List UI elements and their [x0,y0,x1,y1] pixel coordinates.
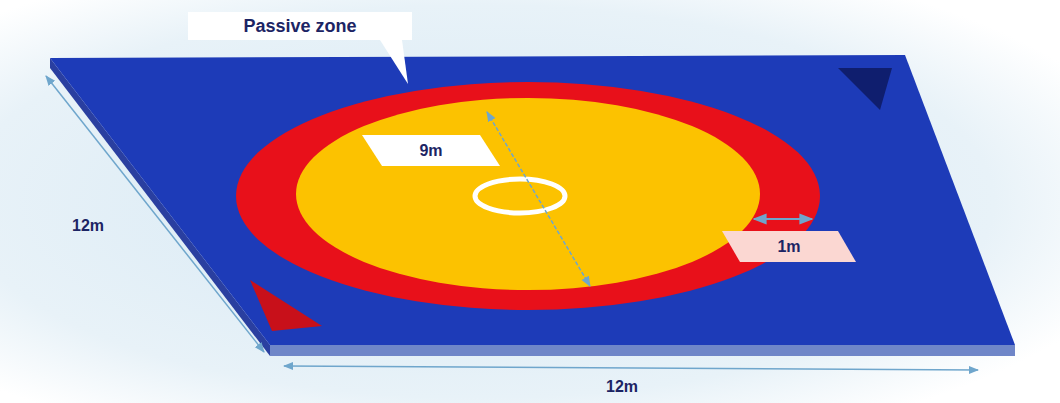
dimension-label: 9m [419,143,442,159]
dimension-label: 1m [777,239,800,255]
callout-box [188,12,412,40]
dimension-line [754,218,812,220]
center-circle [475,179,565,213]
mat-surface [50,55,1015,345]
dimension-line [487,112,590,286]
label-plate [722,231,856,262]
callout-pointer [380,40,408,84]
label-plate [362,135,500,166]
dimension-line [46,76,264,352]
central-area [296,98,760,290]
red-corner [250,280,322,331]
passive-zone [236,82,820,310]
zone-label: Passive zone [243,17,356,35]
dimension-label: 12m [606,379,638,395]
dimension-line [284,366,978,370]
dimension-label: 12m [72,218,104,234]
blue-corner [838,68,892,110]
mat-edge-front [270,345,1015,356]
